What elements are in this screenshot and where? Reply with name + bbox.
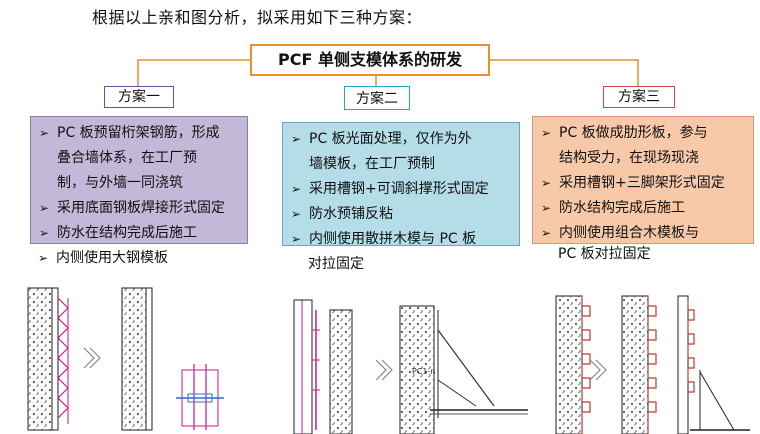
central-topic: PCF 单侧支模体系的研发 (250, 44, 490, 76)
list-item: 防水结构完成后施工 (541, 196, 745, 221)
list-item-continued: 结构受力，在现场现浇 (559, 150, 699, 166)
list-item-continued: 墙模板，在工厂预制 (309, 156, 435, 172)
list-item: PC 板预留桁架钢筋，形成 (39, 121, 239, 146)
scheme-3-drawing (555, 295, 750, 434)
list-item: 防水在结构完成后施工 (39, 221, 239, 246)
scheme-3-title: 方案三 (603, 86, 675, 108)
list-item: PC 板光面处理，仅作为外 (291, 127, 511, 152)
intro-text: 根据以上亲和图分析，拟采用如下三种方案： (92, 8, 423, 27)
scheme-3-extra: PC 板对拉固定 (532, 242, 754, 271)
scheme-1-extra: 内侧使用大钢模板 (30, 244, 270, 275)
list-item: 采用底面钢板焊接形式固定 (39, 196, 239, 221)
pc1-label: PC1-n (412, 367, 435, 376)
connector-lines (137, 59, 639, 86)
list-item-continued: PC 板对拉固定 (558, 246, 651, 262)
list-item: 内侧使用组合木模板与 (541, 221, 745, 246)
scheme-1-drawing (27, 287, 224, 431)
scheme-2-extra: 对拉固定 (282, 252, 522, 281)
list-item: 采用槽钢+可调斜撑形式固定 (291, 177, 511, 202)
list-item: 防水预铺反粘 (291, 202, 511, 227)
list-item-continued: 叠合墙体系，在工厂预 (57, 150, 197, 166)
scheme-3-box: PC 板做成肋形板，参与 结构受力，在现场现浇 采用槽钢+三脚架形式固定 防水结… (532, 116, 754, 246)
scheme-2-drawing: PC1-n (293, 299, 528, 434)
list-item-continued: 制，与外墙一同浇筑 (57, 175, 183, 191)
list-item: 采用槽钢+三脚架形式固定 (541, 171, 745, 196)
list-item-continued: 对拉固定 (308, 256, 364, 272)
list-item: 内侧使用散拼木模与 PC 板 (291, 227, 511, 252)
scheme-1-title: 方案一 (104, 86, 174, 108)
scheme-2-title: 方案二 (344, 86, 410, 110)
list-item: 内侧使用大钢模板 (38, 246, 262, 271)
list-item: PC 板做成肋形板，参与 (541, 121, 745, 146)
scheme-1-box: PC 板预留桁架钢筋，形成 叠合墙体系，在工厂预 制，与外墙一同浇筑 采用底面钢… (30, 116, 248, 246)
scheme-2-box: PC 板光面处理，仅作为外 墙模板，在工厂预制 采用槽钢+可调斜撑形式固定 防水… (282, 122, 520, 252)
